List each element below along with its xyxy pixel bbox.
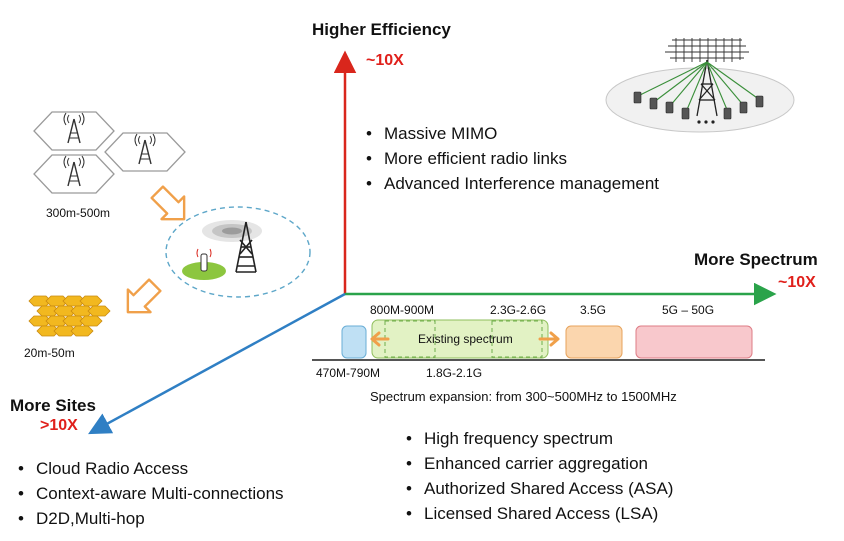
small-cell-range: 20m-50m	[24, 346, 75, 360]
list-item: Context-aware Multi-connections	[14, 481, 284, 506]
spectrum-points-list: High frequency spectrum Enhanced carrier…	[402, 426, 673, 526]
spectrum-expansion-caption: Spectrum expansion: from 300~500MHz to 1…	[370, 389, 677, 404]
band-label-5g-50g: 5G – 50G	[662, 303, 715, 317]
sites-axis-title: More Sites	[10, 396, 96, 415]
list-item: Cloud Radio Access	[14, 456, 284, 481]
macro-cell-range: 300m-500m	[46, 206, 111, 220]
band-label-1800-2100: 1.8G-2.1G	[426, 366, 483, 380]
efficiency-multiplier: ~10X	[366, 52, 404, 69]
efficiency-points-list: Massive MIMO More efficient radio links …	[362, 121, 659, 196]
massive-mimo-illustration	[605, 38, 795, 133]
band-label-2300-2600: 2.3G-2.6G	[490, 303, 547, 317]
band-label-3500: 3.5G	[580, 303, 607, 317]
list-item: D2D,Multi-hop	[14, 506, 284, 531]
list-item: Licensed Shared Access (LSA)	[402, 501, 673, 526]
band-label-470-790: 470M-790M	[316, 366, 381, 380]
list-item: Authorized Shared Access (ASA)	[402, 476, 673, 501]
band-label-800-900: 800M-900M	[370, 303, 435, 317]
list-item: Massive MIMO	[362, 121, 659, 146]
list-item: High frequency spectrum	[402, 426, 673, 451]
sites-axis	[88, 292, 346, 435]
list-item: Enhanced carrier aggregation	[402, 451, 673, 476]
small-cell-cluster	[28, 295, 111, 337]
densify-arrow-1	[150, 185, 186, 221]
densify-arrow-2	[126, 278, 162, 314]
hetnet-cell	[165, 206, 311, 298]
spectrum-axis-title: More Spectrum	[694, 250, 818, 269]
efficiency-axis-title: Higher Efficiency	[312, 20, 451, 39]
sites-multiplier: >10X	[40, 417, 78, 434]
macro-cell-cluster	[33, 111, 186, 194]
spectrum-band-bar	[312, 319, 765, 361]
spectrum-multiplier: ~10X	[778, 274, 816, 291]
sites-points-list: Cloud Radio Access Context-aware Multi-c…	[14, 456, 284, 531]
existing-spectrum-label: Existing spectrum	[418, 332, 513, 346]
list-item: Advanced Interference management	[362, 171, 659, 196]
list-item: More efficient radio links	[362, 146, 659, 171]
